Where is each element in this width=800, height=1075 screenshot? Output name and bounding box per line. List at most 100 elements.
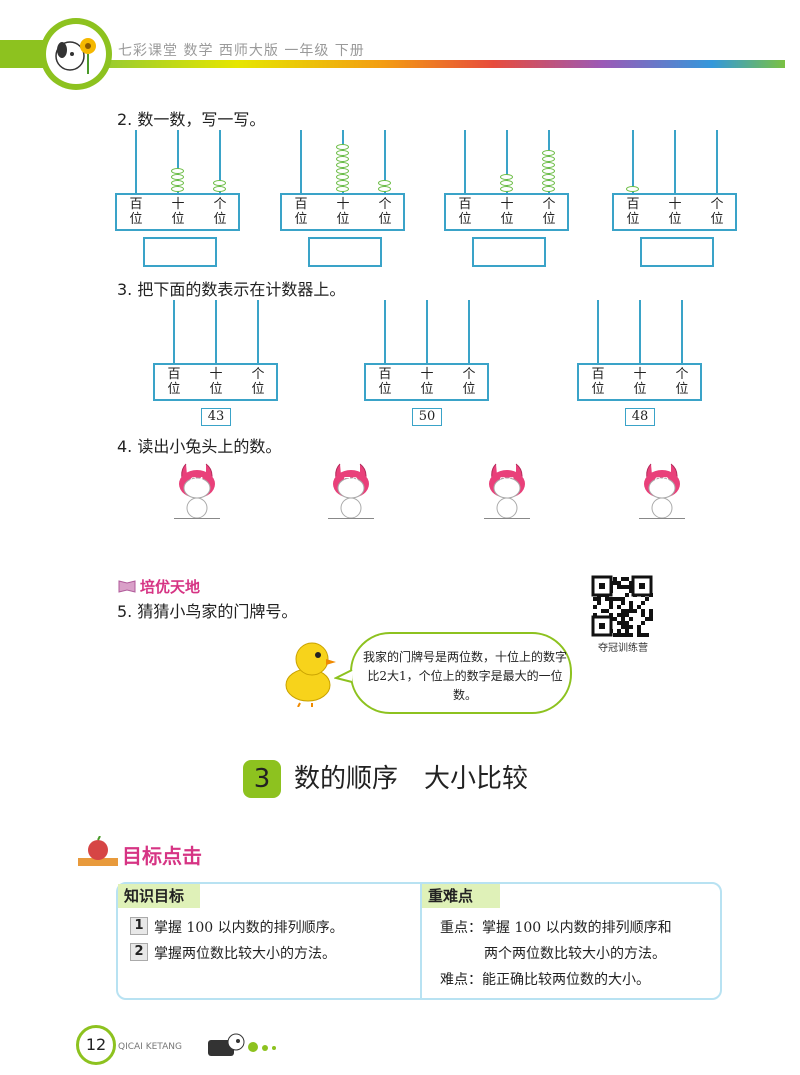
- abacus-bead: [336, 186, 349, 192]
- abacus-rod: [215, 300, 217, 363]
- abacus-place-label: 百位: [167, 367, 181, 397]
- enrich-title: 培优天地: [140, 578, 201, 596]
- question-2-label: 2. 数一数，写一写。: [117, 110, 266, 129]
- abacus-rod: [257, 300, 259, 363]
- abacus-frame: [444, 193, 569, 231]
- footer-mascot-icon: [206, 1032, 246, 1060]
- abacus-rod: [468, 300, 470, 363]
- abacus-place-label: 十位: [500, 197, 514, 227]
- footer-dot-icon: [248, 1042, 258, 1052]
- abacus-place-label: 百位: [378, 367, 392, 397]
- abacus-bead: [171, 168, 184, 174]
- key-header: 重难点: [422, 884, 500, 908]
- goal-num-1: 1: [130, 917, 148, 935]
- abacus-bead: [213, 180, 226, 186]
- abacus-rod: [300, 130, 302, 193]
- target-number: 50: [412, 408, 442, 426]
- header-title: 七彩课堂 数学 西师大版 一年级 下册: [118, 43, 365, 59]
- apple-books-icon: [78, 835, 118, 868]
- bubble-tail: [334, 669, 353, 683]
- abacus-bead: [336, 174, 349, 180]
- abacus-bead: [171, 180, 184, 186]
- key-line-3: 难点：能正确比较两位数的大小。: [440, 972, 650, 988]
- abacus-bead: [542, 174, 555, 180]
- abacus-rod: [597, 300, 599, 363]
- rabbit-number: 26: [499, 475, 515, 489]
- goals-title: 目标点击: [122, 844, 202, 868]
- knowledge-header: 知识目标: [118, 884, 200, 908]
- abacus-place-label: 十位: [336, 197, 350, 227]
- abacus-bead: [500, 174, 513, 180]
- abacus-place-label: 个位: [378, 197, 392, 227]
- abacus-bead: [336, 156, 349, 162]
- bubble-text: 我家的门牌号是两位数，十位上的数字比2大1，个位上的数字是最大的一位数。: [362, 650, 567, 702]
- abacus-rod: [135, 130, 137, 193]
- abacus-frame: [153, 363, 278, 401]
- speech-bubble: [350, 632, 572, 714]
- abacus-place-label: 个位: [251, 367, 265, 397]
- footer-dot-icon: [272, 1046, 276, 1050]
- target-number: 43: [201, 408, 231, 426]
- abacus-place-label: 百位: [626, 197, 640, 227]
- abacus-rod: [384, 130, 386, 193]
- qr-code-icon[interactable]: [591, 575, 653, 637]
- answer-box[interactable]: [143, 237, 217, 267]
- goal-item-1: 掌握 100 以内数的排列顺序。: [154, 920, 344, 936]
- question-5-label: 5. 猜猜小鸟家的门牌号。: [117, 602, 298, 621]
- rabbit-number: 92: [654, 475, 670, 489]
- abacus-bead: [500, 180, 513, 186]
- section-title: 数的顺序 大小比较: [294, 764, 529, 794]
- abacus-rod: [426, 300, 428, 363]
- abacus-bead: [542, 162, 555, 168]
- abacus-bead: [500, 186, 513, 192]
- abacus-rod: [384, 300, 386, 363]
- answer-box[interactable]: [640, 237, 714, 267]
- footer-dot-icon: [262, 1045, 268, 1051]
- key-line-2: 两个两位数比较大小的方法。: [484, 946, 666, 962]
- abacus-place-label: 十位: [171, 197, 185, 227]
- abacus-bead: [378, 180, 391, 186]
- abacus-rod: [674, 130, 676, 193]
- abacus-rod: [177, 130, 179, 193]
- abacus-place-label: 十位: [420, 367, 434, 397]
- abacus-bead: [542, 156, 555, 162]
- abacus-bead: [213, 186, 226, 192]
- header-mascot-icon: [46, 24, 106, 84]
- abacus-frame: [364, 363, 489, 401]
- goal-num-2: 2: [130, 943, 148, 961]
- header-rainbow-bar: [55, 60, 785, 68]
- footer-brand: QICAI KETANG: [118, 1042, 182, 1052]
- abacus-place-label: 百位: [129, 197, 143, 227]
- rabbit-number: 64: [189, 475, 205, 489]
- goals-table: [116, 882, 722, 1000]
- abacus-rod: [681, 300, 683, 363]
- abacus-bead: [336, 144, 349, 150]
- rabbit-icon: 64: [172, 460, 222, 520]
- abacus-bead: [542, 186, 555, 192]
- abacus-bead: [171, 186, 184, 192]
- abacus-rod: [506, 130, 508, 193]
- book-icon: [118, 578, 136, 593]
- abacus-place-label: 个位: [213, 197, 227, 227]
- answer-box[interactable]: [472, 237, 546, 267]
- rabbit-icon: 70: [326, 460, 376, 520]
- abacus-place-label: 百位: [294, 197, 308, 227]
- abacus-bead: [336, 168, 349, 174]
- abacus-bead: [378, 186, 391, 192]
- abacus-place-label: 个位: [710, 197, 724, 227]
- abacus-rod: [632, 130, 634, 193]
- abacus-rod: [639, 300, 641, 363]
- abacus-frame: [280, 193, 405, 231]
- abacus-bead: [542, 150, 555, 156]
- answer-box[interactable]: [308, 237, 382, 267]
- abacus-bead: [336, 180, 349, 186]
- question-3-label: 3. 把下面的数表示在计数器上。: [117, 280, 346, 299]
- abacus-frame: [115, 193, 240, 231]
- abacus-place-label: 个位: [675, 367, 689, 397]
- chick-icon: [278, 637, 338, 708]
- abacus-bead: [336, 162, 349, 168]
- abacus-place-label: 个位: [542, 197, 556, 227]
- abacus-place-label: 百位: [458, 197, 472, 227]
- abacus-bead: [626, 186, 639, 192]
- goals-divider: [420, 884, 422, 998]
